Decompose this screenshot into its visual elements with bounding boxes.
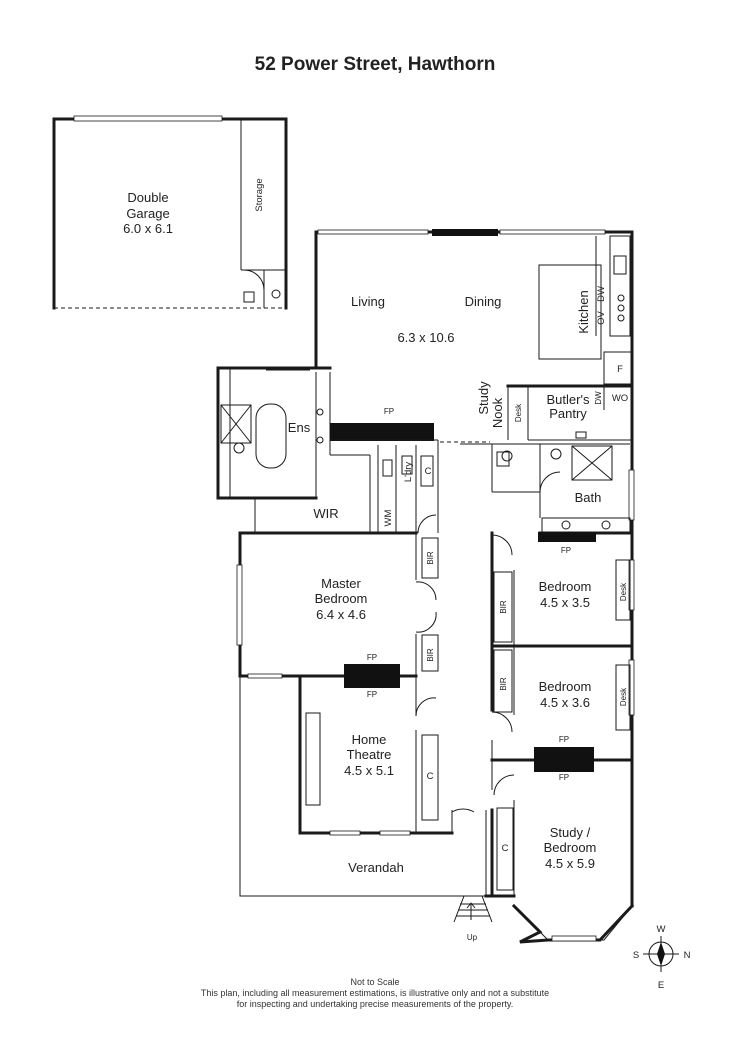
garage-label-line1: Double [127, 190, 168, 205]
wir-label: WIR [313, 506, 338, 521]
bedroom-2-fireplace-label: FP [559, 735, 569, 744]
bedroom-1-desk-label: Desk [619, 582, 628, 601]
compass-east: E [658, 980, 664, 991]
scale-note: Not to Scale [350, 977, 399, 987]
living-label: Living [351, 294, 385, 309]
bath-label: Bath [575, 490, 602, 505]
master-bedroom-dimensions: 6.4 x 4.6 [316, 607, 366, 622]
garage-dimensions: 6.0 x 6.1 [123, 221, 173, 236]
master-bedroom-label-line2: Bedroom [315, 591, 368, 606]
house-walls [216, 229, 635, 944]
theatre-cupboard-label: C [427, 771, 434, 782]
page-title: 52 Power Street, Hawthorn [255, 54, 496, 75]
fridge-label: F [617, 364, 623, 375]
living-fireplace-label: FP [384, 407, 394, 416]
laundry-label: L'dry [403, 462, 414, 483]
dishwasher-label: DW [596, 286, 607, 302]
bedroom-2-label: Bedroom [539, 679, 592, 694]
home-theatre-label-line2: Theatre [347, 747, 392, 762]
study-fireplace-label: FP [559, 773, 569, 782]
study-nook-label-line1: Study [476, 381, 491, 415]
bedroom-2-dimensions: 4.5 x 3.6 [540, 695, 590, 710]
home-theatre-dimensions: 4.5 x 5.1 [344, 763, 394, 778]
compass-north: N [684, 950, 691, 961]
bedroom-2-bir-label: BIR [499, 677, 508, 691]
master-fireplace-label: FP [367, 653, 377, 662]
bedroom-1-dimensions: 4.5 x 3.5 [540, 595, 590, 610]
bedroom-1-bir-label: BIR [499, 600, 508, 614]
living-dimensions: 6.3 x 10.6 [397, 330, 454, 345]
ensuite-label: Ens [288, 420, 311, 435]
garage [52, 115, 288, 310]
master-bir-bottom-label: BIR [426, 648, 435, 662]
study-bedroom-label-line2: Bedroom [544, 840, 597, 855]
kitchen-label: Kitchen [576, 290, 591, 333]
butlers-pantry-label-line2: Pantry [549, 406, 587, 421]
washing-machine-label: WM [383, 509, 394, 526]
study-bedroom-label-line1: Study / [550, 825, 591, 840]
bedroom-1-fireplace-label: FP [561, 546, 571, 555]
compass-south: S [633, 950, 639, 961]
entry-steps-up-label: Up [467, 933, 478, 942]
compass-icon [643, 936, 679, 972]
home-theatre-label-line1: Home [352, 732, 387, 747]
pantry-dishwasher-label: DW [594, 391, 603, 405]
bedroom-1-label: Bedroom [539, 579, 592, 594]
nook-desk-label: Desk [514, 403, 523, 422]
oven-label: OV [596, 310, 607, 324]
bedroom-2-desk-label: Desk [619, 687, 628, 706]
disclaimer-line2: for inspecting and undertaking precise m… [237, 999, 514, 1009]
butlers-pantry-label-line1: Butler's [547, 392, 590, 407]
study-nook-label-line2: Nook [490, 397, 505, 428]
wine-label: WO [612, 393, 628, 404]
dining-label: Dining [465, 294, 502, 309]
study-cupboard-label: C [502, 843, 509, 854]
disclaimer-line1: This plan, including all measurement est… [201, 988, 549, 998]
storage-label: Storage [254, 178, 265, 211]
master-bir-top-label: BIR [426, 551, 435, 565]
theatre-fireplace-label: FP [367, 690, 377, 699]
master-bedroom-label-line1: Master [321, 576, 361, 591]
compass-west: W [657, 924, 666, 935]
study-bedroom-dimensions: 4.5 x 5.9 [545, 856, 595, 871]
verandah-label: Verandah [348, 860, 404, 875]
laundry-cupboard-label: C [425, 466, 432, 477]
garage-label-line2: Garage [126, 206, 169, 221]
